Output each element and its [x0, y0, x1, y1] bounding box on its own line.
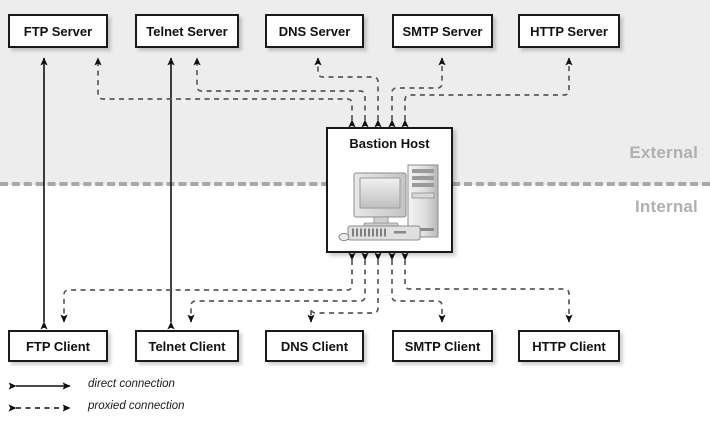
node-bastion-host[interactable]: Bastion Host [326, 127, 453, 253]
node-dns-server[interactable]: DNS Server [265, 14, 364, 48]
node-dns-client[interactable]: DNS Client [265, 330, 364, 362]
node-http-server[interactable]: HTTP Server [518, 14, 620, 48]
internal-zone-label: Internal [634, 197, 698, 216]
node-smtp-client[interactable]: SMTP Client [392, 330, 493, 362]
node-label: FTP Client [25, 338, 91, 354]
node-http-client[interactable]: HTTP Client [518, 330, 620, 362]
node-label: DNS Server [278, 23, 351, 39]
external-zone-label: External [629, 143, 698, 162]
proxied-connection-line-icon [8, 404, 71, 412]
node-ftp-server[interactable]: FTP Server [8, 14, 108, 48]
node-label: DNS Client [280, 338, 349, 354]
direct-connection-line-icon [8, 382, 71, 390]
node-smtp-server[interactable]: SMTP Server [392, 14, 493, 48]
legend-label: direct connection [88, 378, 175, 390]
legend-label: proxied connection [88, 400, 185, 412]
node-label: SMTP Server [402, 23, 483, 39]
legend: direct connection proxied connection [8, 376, 268, 420]
node-telnet-client[interactable]: Telnet Client [135, 330, 239, 362]
node-label: Telnet Client [148, 338, 226, 354]
bastion-host-label: Bastion Host [349, 136, 430, 151]
node-telnet-server[interactable]: Telnet Server [135, 14, 239, 48]
node-label: Telnet Server [146, 23, 228, 39]
node-label: HTTP Server [530, 23, 608, 39]
node-label: FTP Server [23, 23, 93, 39]
legend-item-direct-connection: direct connection [8, 376, 268, 398]
node-label: SMTP Client [404, 338, 481, 354]
desktop-computer-icon [338, 164, 439, 242]
node-ftp-client[interactable]: FTP Client [8, 330, 108, 362]
node-label: HTTP Client [532, 338, 606, 354]
legend-item-proxied-connection: proxied connection [8, 398, 268, 420]
